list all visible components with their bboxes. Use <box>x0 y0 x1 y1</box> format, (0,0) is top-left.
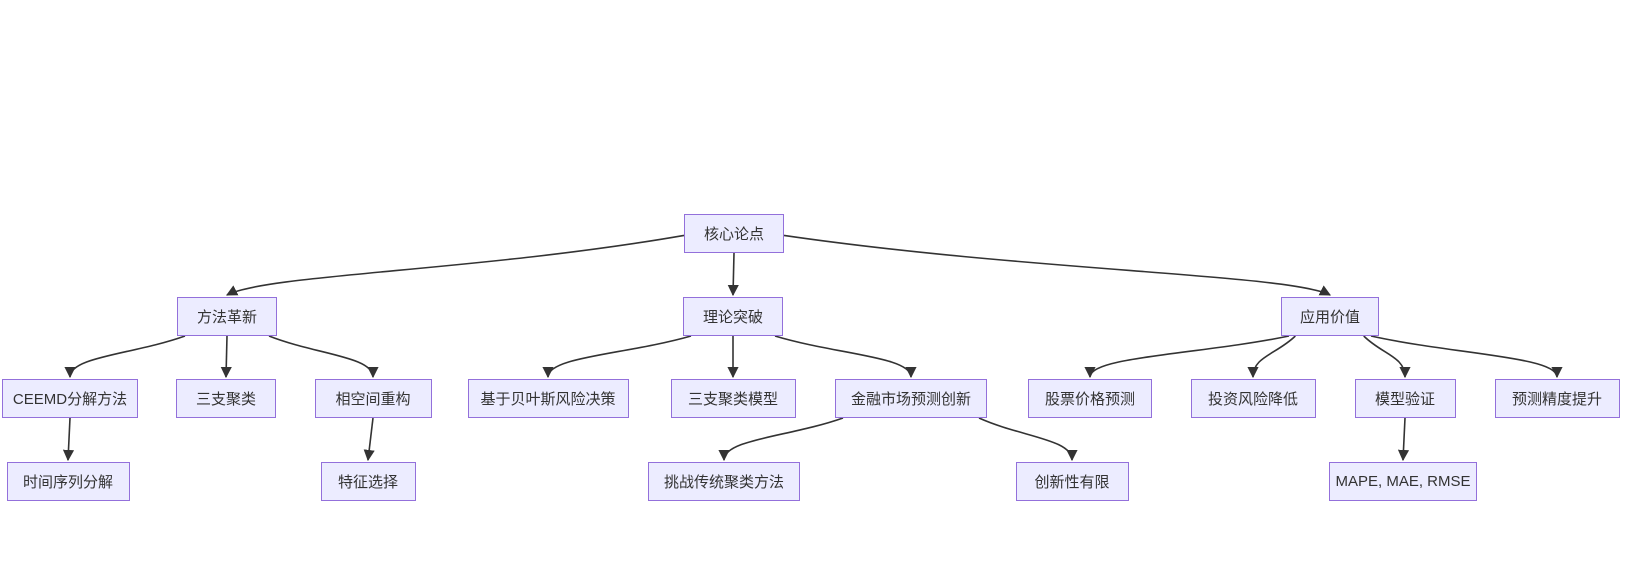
edge-root-theory <box>727 252 739 297</box>
node-phase-space: 相空间重构 <box>314 379 432 418</box>
edge-theory-fin-innovation <box>774 335 917 379</box>
node-twc-model: 三支聚类模型 <box>670 379 796 418</box>
node-ceemd: CEEMD分解方法 <box>2 379 138 418</box>
node-precision: 预测精度提升 <box>1494 379 1620 418</box>
node-application: 应用价值 <box>1281 297 1379 336</box>
node-feature: 特征选择 <box>320 462 416 501</box>
node-bayes: 基于贝叶斯风险决策 <box>467 379 629 418</box>
edge-theory-bayes <box>542 335 692 379</box>
node-metrics: MAPE, MAE, RMSE <box>1329 462 1477 501</box>
edge-ceemd-ts-decomp <box>62 417 75 462</box>
node-ts-decomp: 时间序列分解 <box>6 462 130 501</box>
node-challenge: 挑战传统聚类方法 <box>648 462 800 501</box>
edge-application-risk <box>1247 335 1296 379</box>
edge-root-method <box>226 234 685 296</box>
edge-method-three-way <box>220 335 232 379</box>
edge-fin-innovation-challenge <box>718 417 844 462</box>
edge-method-ceemd <box>64 335 186 379</box>
edge-validation-metrics <box>1397 417 1410 462</box>
edge-phase-space-feature <box>363 417 375 462</box>
node-validation: 模型验证 <box>1354 379 1456 418</box>
node-theory: 理论突破 <box>683 297 783 336</box>
edge-application-precision <box>1370 335 1563 379</box>
node-three-way: 三支聚类 <box>176 379 276 418</box>
edge-fin-innovation-limited <box>978 417 1078 462</box>
node-limited: 创新性有限 <box>1015 462 1129 501</box>
node-stock: 股票价格预测 <box>1028 379 1152 418</box>
node-fin-innovation: 金融市场预测创新 <box>835 379 987 418</box>
edge-root-application <box>783 234 1331 296</box>
node-method: 方法革新 <box>177 297 277 336</box>
edge-application-validation <box>1363 335 1411 379</box>
edge-application-stock <box>1084 335 1290 379</box>
node-root: 核心论点 <box>684 214 784 253</box>
edge-method-phase-space <box>268 335 379 379</box>
node-risk: 投资风险降低 <box>1190 379 1316 418</box>
